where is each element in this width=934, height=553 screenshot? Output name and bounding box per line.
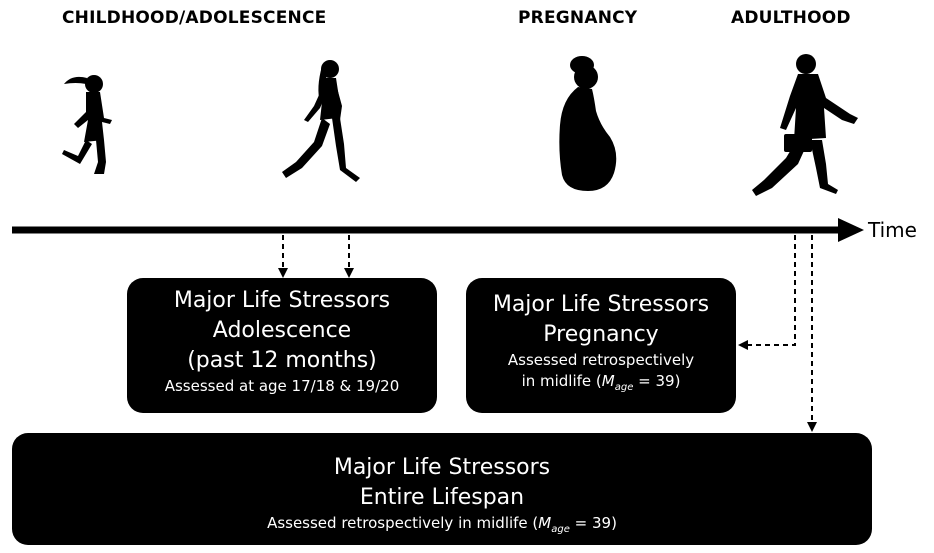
time-axis-arrowhead — [838, 218, 864, 242]
pregnant-woman-icon — [559, 56, 617, 191]
dashed-arrow-pregnancy — [748, 235, 796, 346]
box-lifespan-title: Major Life Stressors — [333, 455, 551, 480]
box-pregnancy-subtitle: Pregnancy — [543, 322, 659, 347]
box-pregnancy-note-1: Assessed retrospectively — [507, 351, 695, 369]
child-running-icon — [62, 75, 112, 174]
arrowhead-adolescence-2 — [344, 268, 354, 278]
adult-walking-icon — [752, 54, 858, 196]
stage-label-pregnancy: PREGNANCY — [518, 8, 638, 28]
box-pregnancy-note-2: in midlife (Mage = 39) — [521, 372, 681, 393]
stage-label-childhood: CHILDHOOD/ADOLESCENCE — [62, 8, 327, 28]
box-adolescence: Major Life Stressors Adolescence (past 1… — [127, 278, 437, 413]
box-pregnancy-title: Major Life Stressors — [492, 292, 710, 317]
arrowhead-lifespan — [807, 422, 817, 432]
box-lifespan-note: Assessed retrospectively in midlife (Mag… — [267, 514, 617, 535]
box-adolescence-title: Major Life Stressors — [173, 288, 391, 313]
box-adolescence-note: Assessed at age 17/18 & 19/20 — [164, 377, 400, 395]
time-axis-label: Time — [868, 218, 917, 242]
box-pregnancy: Major Life Stressors Pregnancy Assessed … — [466, 278, 736, 413]
stage-label-adulthood: ADULTHOOD — [731, 8, 851, 28]
arrowhead-adolescence-1 — [278, 268, 288, 278]
arrowhead-pregnancy — [738, 340, 748, 350]
box-adolescence-period: (past 12 months) — [187, 348, 377, 373]
adolescent-walking-icon — [282, 60, 360, 182]
box-lifespan-subtitle: Entire Lifespan — [359, 485, 525, 510]
box-adolescence-subtitle: Adolescence — [212, 318, 352, 343]
box-lifespan: Major Life Stressors Entire Lifespan Ass… — [12, 433, 872, 545]
